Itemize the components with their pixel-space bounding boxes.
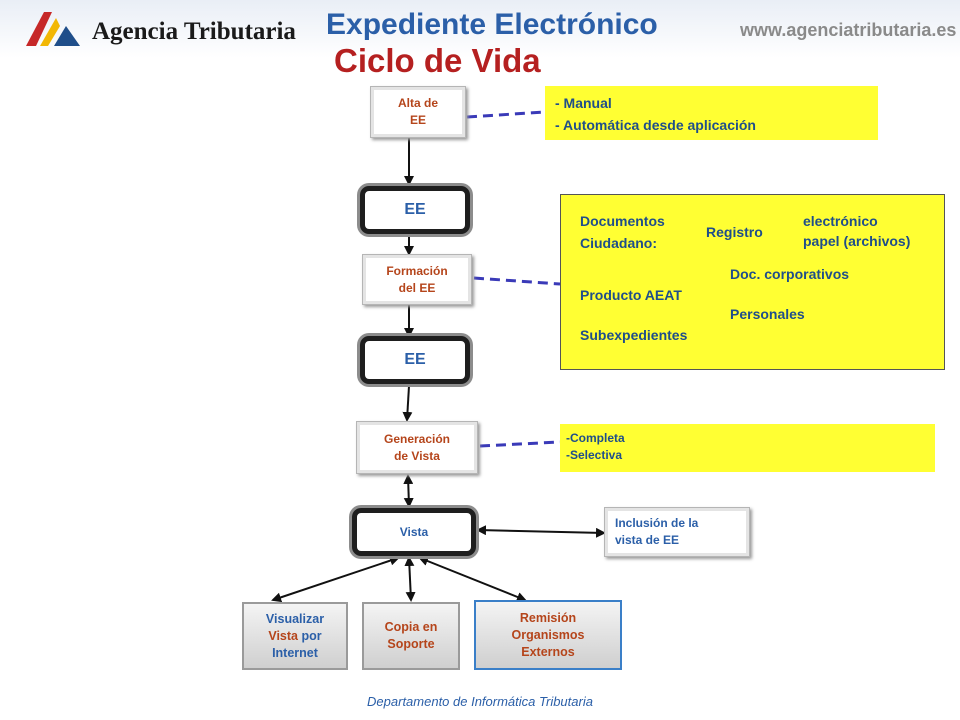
- flow-arrows: [271, 137, 606, 603]
- visualizar-vista-word: Vista: [268, 628, 298, 643]
- note-registro: Registro: [706, 224, 763, 240]
- formacion-note: [560, 194, 945, 370]
- copia-line2: Soporte: [387, 637, 435, 651]
- generacion-line1: Generación: [383, 431, 451, 446]
- remision-line2: Organismos: [511, 627, 585, 642]
- visualizar-internet-word: Internet: [272, 645, 318, 660]
- note-ciudadano: Ciudadano:: [580, 235, 657, 251]
- page-subtitle: Ciclo de Vida: [334, 42, 541, 79]
- agencia-tributaria-logo: [26, 12, 80, 46]
- remision-line1: Remisión: [519, 610, 577, 625]
- note-papel: papel (archivos): [803, 233, 911, 249]
- generacion-line2: de Vista: [394, 448, 440, 463]
- alta-note-manual: - Manual: [555, 95, 612, 111]
- website-url[interactable]: www.agenciatributaria.es: [740, 20, 957, 40]
- note-personales: Personales: [730, 306, 805, 322]
- vista-label: Vista: [399, 525, 429, 539]
- dashed-links: [466, 110, 561, 448]
- inclusion-vista-box[interactable]: Inclusión de la vista de EE: [604, 507, 750, 557]
- generacion-vista-box[interactable]: Generación de Vista: [356, 421, 478, 474]
- note-doc-corporativos: Doc. corporativos: [730, 266, 850, 282]
- header-band: [0, 0, 960, 58]
- alta-line2: EE: [409, 113, 426, 127]
- formacion-line1: Formación: [386, 263, 448, 278]
- ee-box-2[interactable]: EE: [360, 336, 470, 384]
- alta-note: [545, 86, 878, 140]
- ee-box-1[interactable]: EE: [360, 186, 470, 234]
- formacion-line2: del EE: [398, 280, 436, 295]
- note-selectiva: -Selectiva: [566, 448, 623, 462]
- alta-note-automatica: - Automática desde aplicación: [555, 117, 756, 133]
- note-documentos: Documentos: [580, 213, 665, 229]
- remision-line3: Externos: [521, 644, 575, 659]
- inclusion-line1: Inclusión de la: [615, 516, 699, 530]
- note-subexpedientes: Subexpedientes: [580, 327, 688, 343]
- copia-line1: Copia en: [384, 620, 438, 634]
- note-electronico: electrónico: [803, 213, 878, 229]
- visualizar-por-word: por: [301, 628, 322, 643]
- formacion-ee-box[interactable]: Formación del EE: [362, 254, 472, 305]
- visualizar-word: Visualizar: [265, 611, 325, 626]
- note-producto-aeat: Producto AEAT: [580, 287, 682, 303]
- alta-ee-box[interactable]: Alta de EE: [370, 86, 466, 138]
- alta-line1: Alta de: [397, 96, 438, 110]
- inclusion-line2: vista de EE: [615, 533, 680, 547]
- vista-box[interactable]: Vista: [352, 508, 476, 556]
- brand-name: Agencia Tributaria: [92, 18, 296, 45]
- copia-soporte-box[interactable]: Copia en Soporte: [362, 602, 460, 670]
- ee-label-2: EE: [404, 351, 426, 368]
- generacion-note: [560, 424, 935, 472]
- ee-label-1: EE: [404, 201, 426, 218]
- footer-department: Departamento de Informática Tributaria: [367, 694, 593, 709]
- note-completa: -Completa: [566, 431, 625, 445]
- page-title: Expediente Electrónico: [326, 8, 658, 41]
